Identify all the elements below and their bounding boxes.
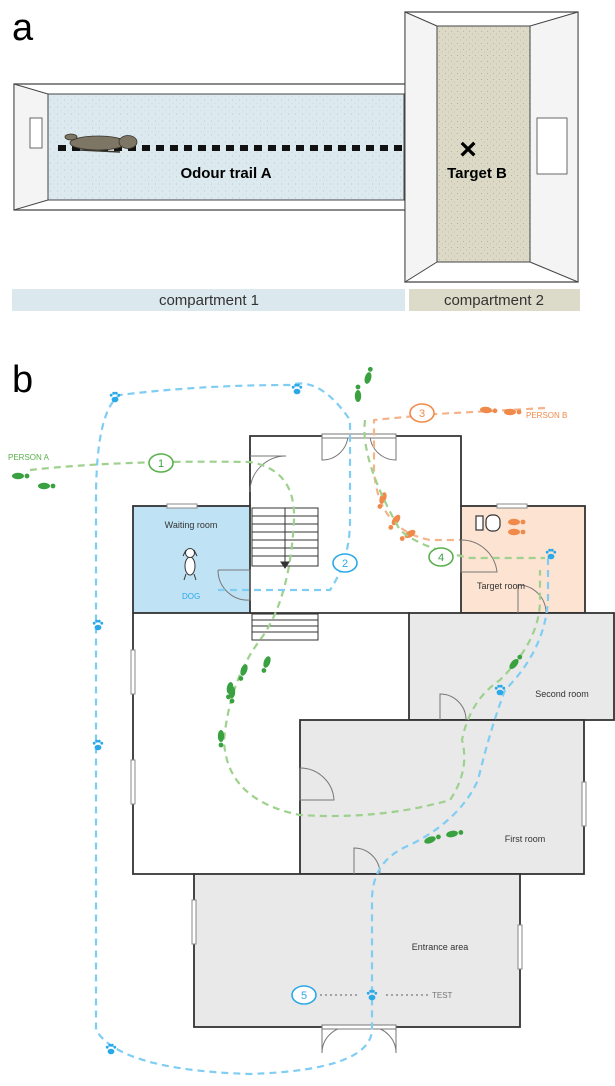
- svg-text:3: 3: [419, 408, 425, 420]
- compartment2-bar: [409, 289, 580, 311]
- compartment2-label: compartment 2: [444, 292, 544, 309]
- svg-text:5: 5: [301, 990, 307, 1002]
- right-door: [536, 117, 568, 175]
- first-room-label: First room: [505, 834, 546, 844]
- panel-b-label: b: [12, 359, 33, 401]
- dog-path: [92, 382, 557, 1076]
- entrance-area: [193, 873, 521, 1028]
- person-b-path: [372, 406, 546, 543]
- test-label: TEST: [432, 991, 453, 1000]
- step-marker-2: 2: [332, 553, 358, 573]
- left-window: [29, 117, 43, 149]
- step-marker-5: 5: [291, 985, 317, 1005]
- target-room-label: Target room: [477, 581, 525, 591]
- doors: [217, 433, 547, 1054]
- entrance-area-label: Entrance area: [412, 942, 469, 952]
- first-room: [299, 719, 585, 875]
- step-marker-1: 1: [148, 453, 174, 473]
- step-marker-3: 3: [409, 403, 435, 423]
- dog-icon: [64, 133, 138, 153]
- person-a-label: PERSON A: [8, 453, 50, 462]
- staircase: [251, 507, 319, 641]
- compartment1-bar: [12, 289, 405, 311]
- second-room-label: Second room: [535, 689, 589, 699]
- step-marker-4: 4: [428, 547, 454, 567]
- svg-text:1: 1: [158, 458, 164, 470]
- panel-a-label: a: [12, 7, 34, 49]
- svg-text:2: 2: [342, 558, 348, 570]
- person-b-label: PERSON B: [526, 411, 567, 420]
- target-marker: ×: [459, 133, 477, 166]
- compartment2-room: [404, 11, 579, 283]
- dog-icon: [182, 548, 198, 581]
- waiting-room-label: Waiting room: [165, 520, 218, 530]
- svg-text:4: 4: [438, 552, 444, 564]
- toilet-icon: [475, 514, 501, 532]
- windows: [130, 503, 587, 970]
- target-b-label: Target B: [447, 165, 507, 182]
- compartment1-label: compartment 1: [159, 292, 259, 309]
- odour-trail-label: Odour trail A: [180, 165, 271, 182]
- dog-label: DOG: [182, 592, 200, 601]
